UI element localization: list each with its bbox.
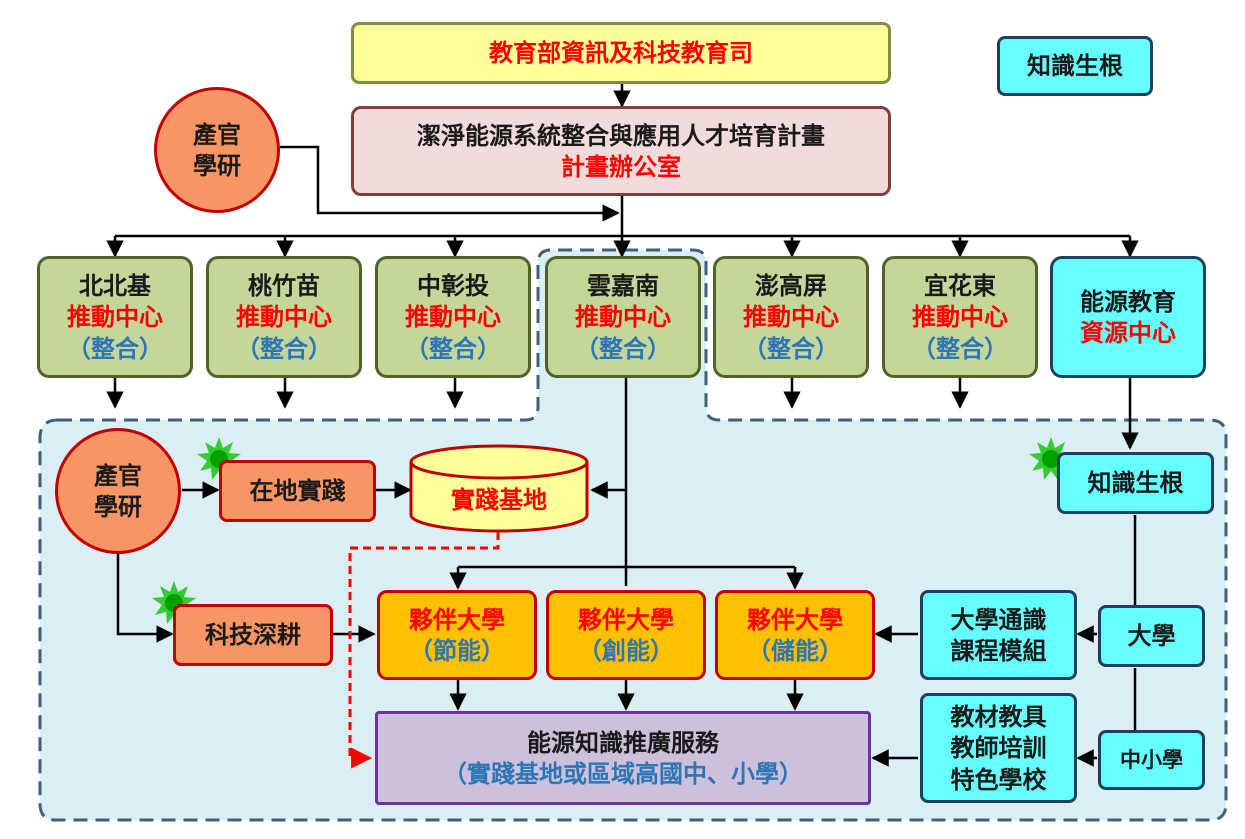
partner-box-save: 夥伴大學 （節能） [377,590,537,680]
knowledge-root-label: 知識生根 [1087,468,1184,498]
partner-title: 夥伴大學 [578,604,674,634]
office-subtitle: 計畫辦公室 [561,152,681,181]
industry-top-line1: 產官 [193,119,241,149]
center-role: 推動中心 [575,302,671,332]
partner-title: 夥伴大學 [409,604,505,634]
partner-focus: （節能） [409,636,505,665]
center-box-taozhumiao: 桃竹苗 推動中心 （整合） [206,256,362,378]
center-note: （整合） [67,333,163,363]
center-region: 中彰投 [417,271,489,301]
gen-ed-box: 大學通識 課程模組 [920,590,1077,680]
program-office-box: 潔淨能源系統整合與應用人才培育計畫 計畫辦公室 [351,106,891,196]
industry-circle-inner: 產官 學研 [55,428,181,554]
center-role: 推動中心 [405,302,501,332]
center-region: 北北基 [79,271,151,301]
center-box-penggaoping: 澎高屏 推動中心 （整合） [713,256,869,378]
resource-center-box: 能源教育 資源中心 [1050,256,1206,378]
center-note: （整合） [575,333,671,363]
materials-box: 教材教具 教師培訓 特色學校 [920,693,1077,803]
materials-line1: 教材教具 [950,702,1047,732]
resource-line1: 能源教育 [1080,286,1176,316]
center-role: 推動中心 [912,302,1008,332]
center-box-yunjianan: 雲嘉南 推動中心 （整合） [545,256,701,378]
resource-line2: 資源中心 [1080,318,1176,347]
ministry-label: 教育部資訊及科技教育司 [489,38,753,68]
partner-focus: （儲能） [747,636,843,665]
university-box: 大學 [1098,605,1205,667]
industry-top-line2: 學研 [193,151,241,180]
knowledge-root-box: 知識生根 [1057,452,1214,514]
gen-ed-line2: 課程模組 [950,636,1047,665]
school-label: 中小學 [1120,747,1183,773]
star-icon [1029,437,1073,480]
partner-box-create: 夥伴大學 （創能） [546,590,706,680]
legend-label: 知識生根 [1027,51,1123,81]
center-box-beibeiji: 北北基 推動中心 （整合） [37,256,193,378]
industry-inner-line1: 產官 [94,460,142,490]
center-note: （整合） [405,333,501,363]
partner-focus: （創能） [578,636,674,665]
center-role: 推動中心 [236,302,332,332]
materials-line2: 教師培訓 [950,733,1047,763]
partner-box-store: 夥伴大學 （儲能） [715,590,875,680]
legend-knowledge-root: 知識生根 [997,36,1153,96]
school-box: 中小學 [1098,730,1205,790]
center-region: 澎高屏 [755,271,827,301]
local-practice-box: 在地實踐 [219,460,376,522]
industry-circle-top: 產官 學研 [154,87,280,213]
practice-base-label: 實踐基地 [451,485,547,515]
university-label: 大學 [1127,621,1176,651]
partner-title: 夥伴大學 [747,604,843,634]
promotion-box: 能源知識推廣服務 （實踐基地或區域高國中、小學） [375,711,871,805]
promotion-subtitle: （實踐基地或區域高國中、小學） [443,759,803,788]
center-box-zhongzhangtou: 中彰投 推動中心 （整合） [375,256,531,378]
materials-line3: 特色學校 [950,764,1047,794]
center-note: （整合） [236,333,332,363]
center-role: 推動中心 [743,302,839,332]
center-region: 桃竹苗 [248,271,320,301]
industry-inner-line2: 學研 [94,492,142,521]
gen-ed-line1: 大學通識 [950,604,1047,634]
promotion-title: 能源知識推廣服務 [527,727,719,757]
tech-deep-label: 科技深耕 [205,620,301,650]
local-practice-label: 在地實踐 [249,476,346,506]
center-role: 推動中心 [67,302,163,332]
center-region: 雲嘉南 [587,271,659,301]
practice-base-cylinder [409,444,589,533]
center-region: 宜花東 [924,271,996,301]
tech-deep-box: 科技深耕 [173,604,333,666]
center-note: （整合） [743,333,839,363]
practice-base-label-wrap: 實踐基地 [411,476,587,524]
center-note: （整合） [912,333,1008,363]
center-box-yihuadong: 宜花東 推動中心 （整合） [882,256,1038,378]
office-title: 潔淨能源系統整合與應用人才培育計畫 [417,120,825,150]
ministry-box: 教育部資訊及科技教育司 [351,22,891,84]
